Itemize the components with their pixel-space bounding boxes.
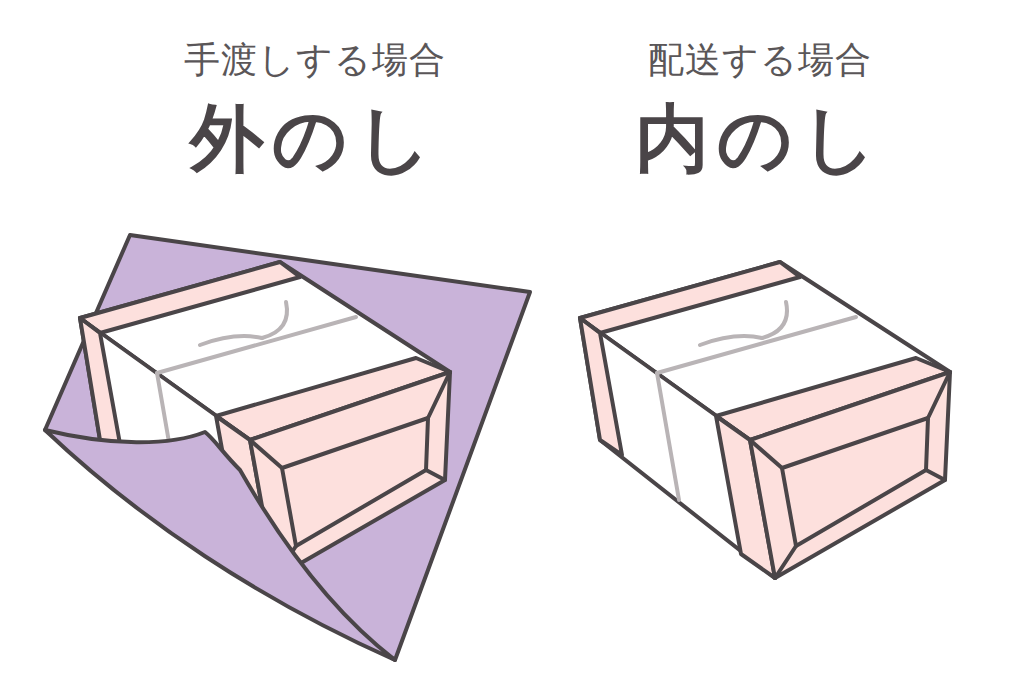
- case-caption: 手渡しする場合: [184, 40, 446, 80]
- paper-flap: [45, 430, 395, 660]
- noshi-heading: 内のし: [635, 98, 885, 179]
- wrapping-paper: [45, 235, 530, 660]
- gift-box: [580, 262, 950, 578]
- case-caption: 配送する場合: [648, 40, 872, 80]
- noshi-heading: 外のし: [190, 98, 440, 179]
